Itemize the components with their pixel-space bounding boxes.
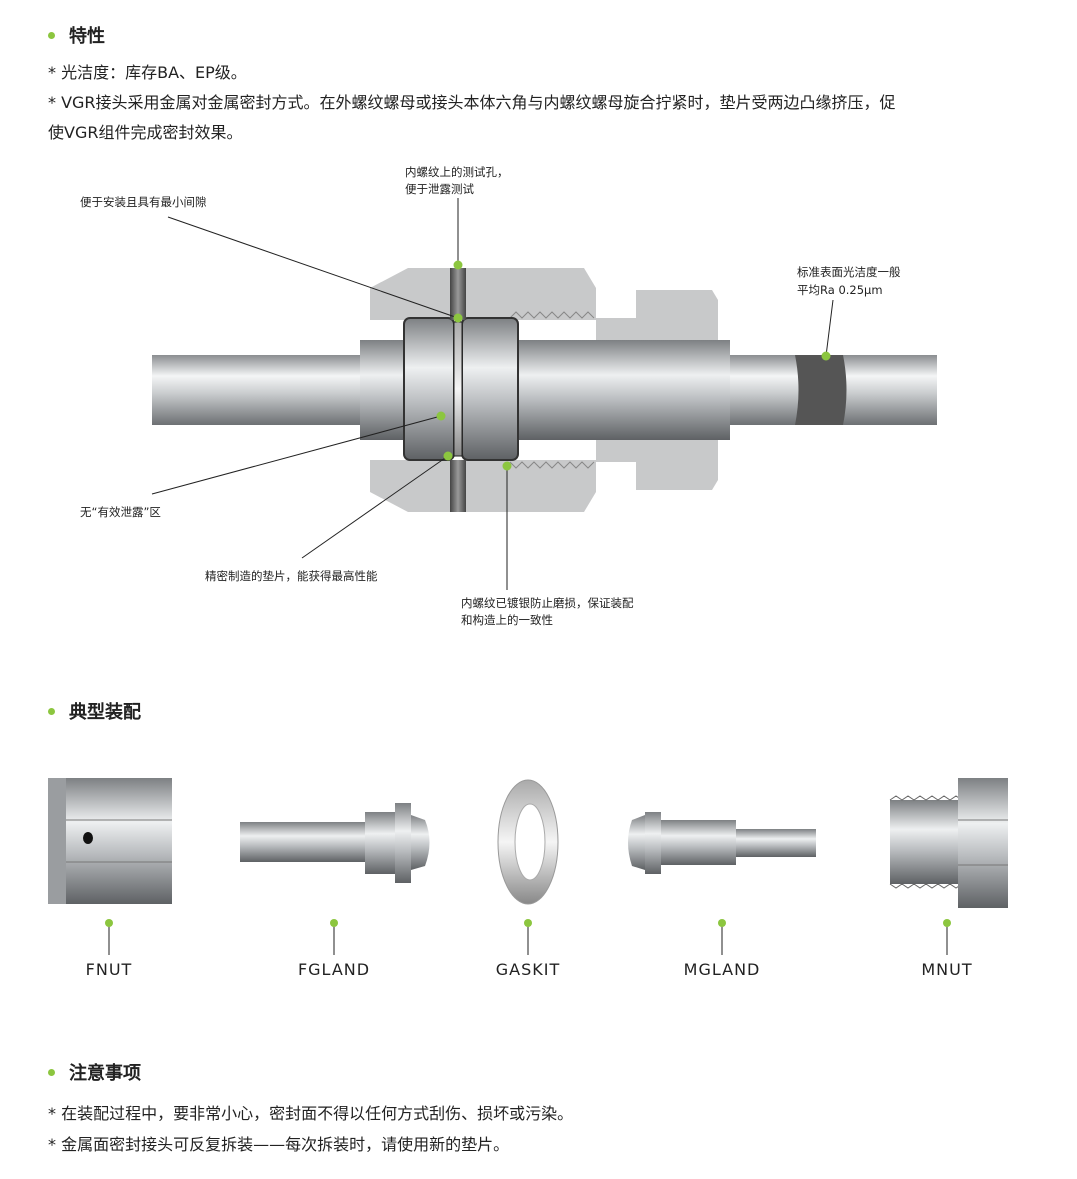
callout-thread-2: 和构造上的一致性 xyxy=(461,613,553,627)
callout-line-finish xyxy=(825,299,834,357)
part-dots xyxy=(105,919,951,927)
callout-lines xyxy=(151,198,834,590)
callout-dots xyxy=(436,260,831,471)
bullet-icon xyxy=(48,31,55,39)
part-mgland-image xyxy=(628,812,816,874)
section-heading-assembly: 典型装配 xyxy=(48,698,141,724)
callout-gasket: 精密制造的垫片，能获得最高性能 xyxy=(205,569,378,583)
section-heading-features: 特性 xyxy=(48,22,105,48)
callout-no-leak: 无“有效泄露”区 xyxy=(80,505,161,519)
part-gaskit-image xyxy=(497,779,559,905)
fitting-drawing xyxy=(152,268,937,512)
callout-line-min-gap xyxy=(167,216,459,319)
bullet-icon xyxy=(48,707,55,715)
features-line: 使VGR组件完成密封效果。 xyxy=(48,123,243,142)
part-leader-lines xyxy=(108,923,948,955)
callout-dot xyxy=(436,411,446,421)
callout-finish-1: 标准表面光洁度一般 xyxy=(797,265,901,279)
callout-dot xyxy=(453,260,463,270)
notes-line: * 在装配过程中，要非常小心，密封面不得以任何方式刮伤、损坏或污染。 xyxy=(48,1104,574,1123)
callout-finish-2: 平均Ra 0.25μm xyxy=(797,283,883,297)
part-label-gaskit: GASKIT xyxy=(495,960,561,979)
callout-dot xyxy=(821,351,831,361)
callout-dot xyxy=(453,313,463,323)
callout-line-gasket xyxy=(301,455,449,559)
callout-thread-1: 内螺纹已镀银防止磨损，保证装配 xyxy=(461,596,634,610)
callout-min-gap: 便于安装且具有最小间隙 xyxy=(80,195,207,209)
part-label-fnut: FNUT xyxy=(85,960,133,979)
part-fgland-image xyxy=(240,803,430,883)
callout-test-hole-1: 内螺纹上的测试孔， xyxy=(405,165,509,179)
callout-dot xyxy=(502,461,512,471)
features-line: * 光洁度：库存BA、EP级。 xyxy=(48,63,247,82)
part-label-fgland: FGLAND xyxy=(297,960,371,979)
callout-line-no-leak xyxy=(151,415,442,495)
callout-test-hole-2: 便于泄露测试 xyxy=(405,182,474,196)
heading-text: 注意事项 xyxy=(69,1063,141,1084)
heading-text: 特性 xyxy=(69,26,105,47)
part-mnut-image xyxy=(889,778,1008,908)
part-fnut-image xyxy=(48,778,172,904)
heading-text: 典型装配 xyxy=(69,702,141,723)
part-label-mgland: MGLAND xyxy=(683,960,761,979)
bullet-icon xyxy=(48,1068,55,1076)
notes-line: * 金属面密封接头可反复拆装——每次拆装时，请使用新的垫片。 xyxy=(48,1135,510,1154)
features-line: * VGR接头采用金属对金属密封方式。在外螺纹螺母或接头本体六角与内螺纹螺母旋合… xyxy=(48,93,896,112)
section-heading-notes: 注意事项 xyxy=(48,1059,141,1085)
callout-dot xyxy=(443,451,453,461)
part-label-mnut: MNUT xyxy=(921,960,973,979)
